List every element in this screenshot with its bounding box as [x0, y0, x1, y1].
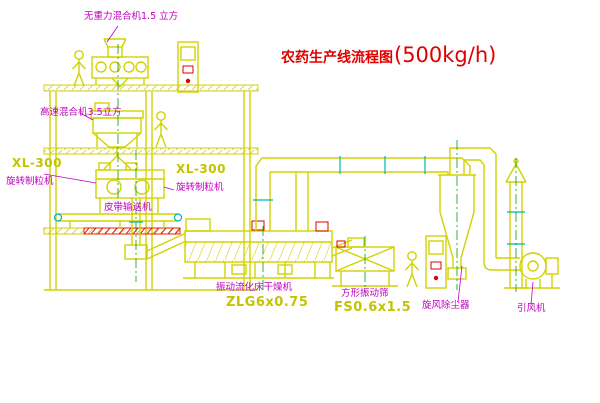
gravity-mixer [91, 38, 149, 89]
control-cabinet-1 [177, 41, 199, 93]
leader-lines [43, 25, 534, 306]
centerlines [117, 44, 517, 292]
person-figure [404, 251, 420, 288]
label-granulator-left-model: XL-300 [12, 156, 62, 170]
floor2-slab [43, 147, 259, 155]
label-gravity-mixer: 无重力混合机1.5 立方 [84, 11, 179, 22]
roof-slab [43, 84, 259, 92]
diagram-title: 农药生产线流程图(500kg/h) [281, 43, 496, 67]
label-dryer-name: 振动流化床干燥机 [216, 282, 293, 293]
label-granulator-center-model: XL-300 [176, 162, 226, 176]
indicator-dot [433, 275, 439, 281]
belt-conveyor [53, 213, 183, 228]
high-speed-mixer [90, 102, 144, 148]
label-dryer-model: ZLG6x0.75 [226, 295, 309, 310]
granulator [95, 147, 165, 213]
label-induced-draft-fan: 引风机 [517, 303, 546, 314]
label-belt-conveyor: 皮带输送机 [104, 202, 152, 213]
label-granulator-left-name: 旋转制粒机 [6, 176, 54, 187]
label-cyclone-duster: 旋风除尘器 [422, 300, 470, 311]
indicator-dot [185, 78, 191, 84]
person-figure [71, 50, 87, 87]
label-high-speed-mixer: 高速混合机3.5立方 [40, 107, 122, 118]
title-capacity: (500kg/h) [394, 43, 497, 67]
person-figure [153, 111, 169, 148]
conveyor-roller [53, 213, 63, 222]
label-sieve-model: FS0.6x1.5 [334, 300, 412, 315]
induced-draft-fan [518, 252, 560, 289]
damper [251, 220, 265, 231]
building-frame [44, 91, 258, 291]
label-granulator-center-name: 旋转制粒机 [176, 182, 224, 193]
cyclone [438, 147, 520, 280]
exhaust-duct [253, 156, 471, 231]
fluid-bed-dryer [183, 218, 334, 279]
label-sieve-name: 方形振动筛 [341, 288, 389, 299]
title-text: 农药生产线流程图 [281, 50, 393, 66]
control-cabinet-2 [425, 235, 447, 289]
damper [315, 221, 329, 232]
conveyor-roller [173, 213, 183, 222]
